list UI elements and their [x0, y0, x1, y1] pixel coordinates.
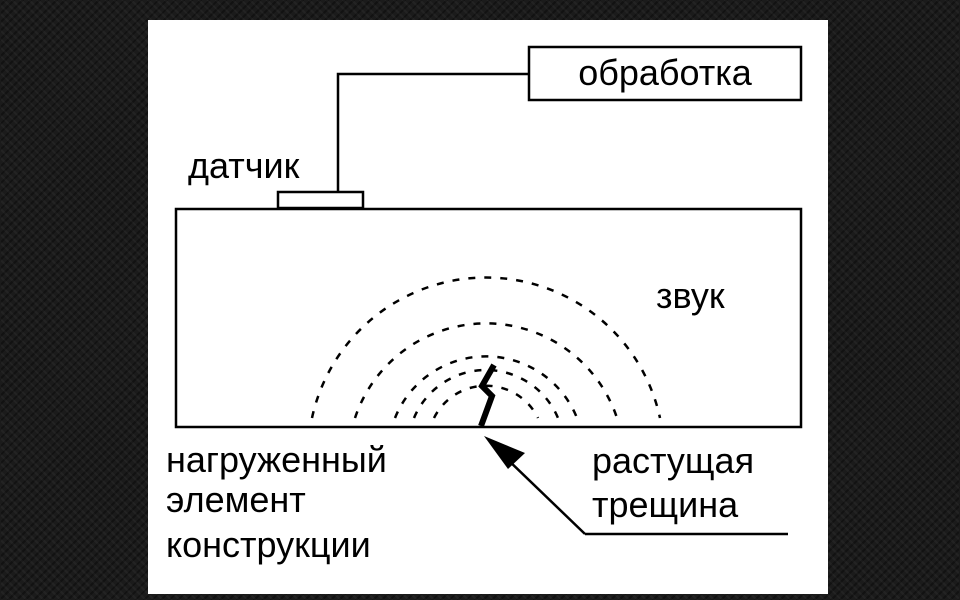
element-label-line-3: конструкции	[166, 524, 371, 565]
element-label-line-2: элемент	[166, 479, 306, 520]
diagram-panel: обработка датчик звук нагруженный элемен…	[148, 20, 828, 594]
sound-wave-arc	[393, 355, 579, 419]
sound-label: звук	[656, 275, 725, 316]
sensor-label: датчик	[188, 145, 300, 186]
acoustic-emission-diagram: обработка датчик звук нагруженный элемен…	[166, 45, 803, 565]
sensor-block	[276, 190, 365, 210]
crack-label-line-1: растущая	[592, 440, 754, 481]
crack-pointer-line	[503, 455, 586, 535]
arrowhead-icon	[484, 436, 525, 469]
crack-label-line-2: трещина	[592, 484, 739, 525]
sound-wave-arc	[310, 276, 662, 419]
element-label-line-1: нагруженный	[166, 439, 387, 480]
sensor-cable	[336, 72, 529, 192]
processing-label: обработка	[578, 52, 753, 93]
crack	[478, 363, 497, 428]
sound-wave-arc	[353, 322, 619, 419]
